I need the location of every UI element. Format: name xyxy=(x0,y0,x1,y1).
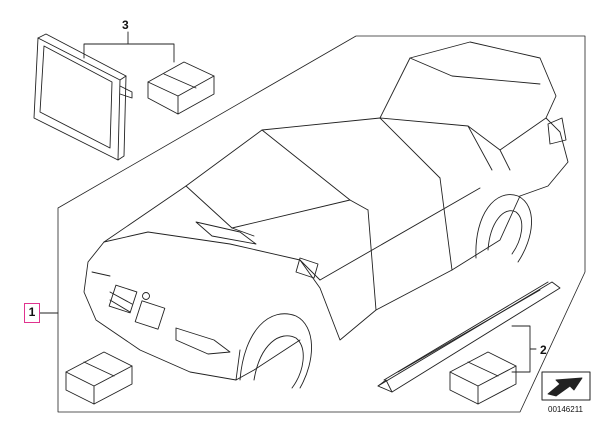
callout-3-leader xyxy=(83,31,175,63)
vehicle-outline xyxy=(83,41,569,389)
assembly-frame xyxy=(57,35,586,413)
side-sill-icon xyxy=(377,281,561,393)
parts-box-icon xyxy=(147,61,215,115)
diagram-reference-code: 00146211 xyxy=(548,405,583,414)
callout-2-leader xyxy=(511,325,537,373)
parts-box-icon xyxy=(65,351,133,405)
direction-arrow-icon xyxy=(541,371,591,401)
callout-part-2[interactable]: 2 xyxy=(540,343,547,357)
callout-part-3[interactable]: 3 xyxy=(122,18,129,32)
callout-part-1[interactable]: 1 xyxy=(24,303,40,323)
paint-can-icon xyxy=(33,33,133,161)
parts-box-icon xyxy=(449,351,517,405)
